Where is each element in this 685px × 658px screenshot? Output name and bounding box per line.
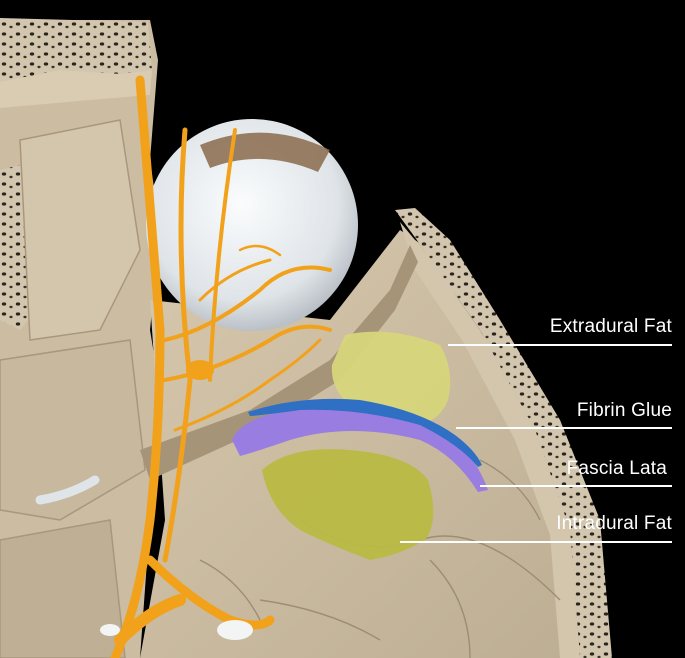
- dura-layer: [140, 245, 418, 480]
- label-fascia-lata: Fascia Lata: [566, 458, 667, 479]
- vessel-white: [100, 624, 120, 636]
- medial-orbital-wall: [19, 119, 141, 341]
- label-fibrin-glue: Fibrin Glue: [576, 400, 672, 421]
- intradural-fat-graft: [262, 449, 434, 560]
- fascia-lata-graft: [232, 406, 488, 492]
- inner-table-bone: [0, 70, 152, 108]
- top-skull-bone: [0, 18, 152, 82]
- fibrin-glue-layer: [248, 398, 482, 467]
- right-skull-bone: [395, 208, 612, 658]
- orbital-floor: [0, 339, 146, 521]
- cranial-nerves: [110, 75, 332, 658]
- label-intradural-fat: Intradural Fat: [556, 513, 672, 534]
- optic-structure: [35, 475, 100, 505]
- cranial-cavity: [140, 230, 600, 658]
- ciliary-ganglion: [186, 360, 214, 380]
- label-extradural-fat: Extradural Fat: [549, 316, 672, 337]
- lower-skull-base: [0, 519, 126, 658]
- inner-skull-table: [400, 222, 580, 658]
- carotid-white: [217, 620, 253, 640]
- eyeball: [146, 119, 358, 331]
